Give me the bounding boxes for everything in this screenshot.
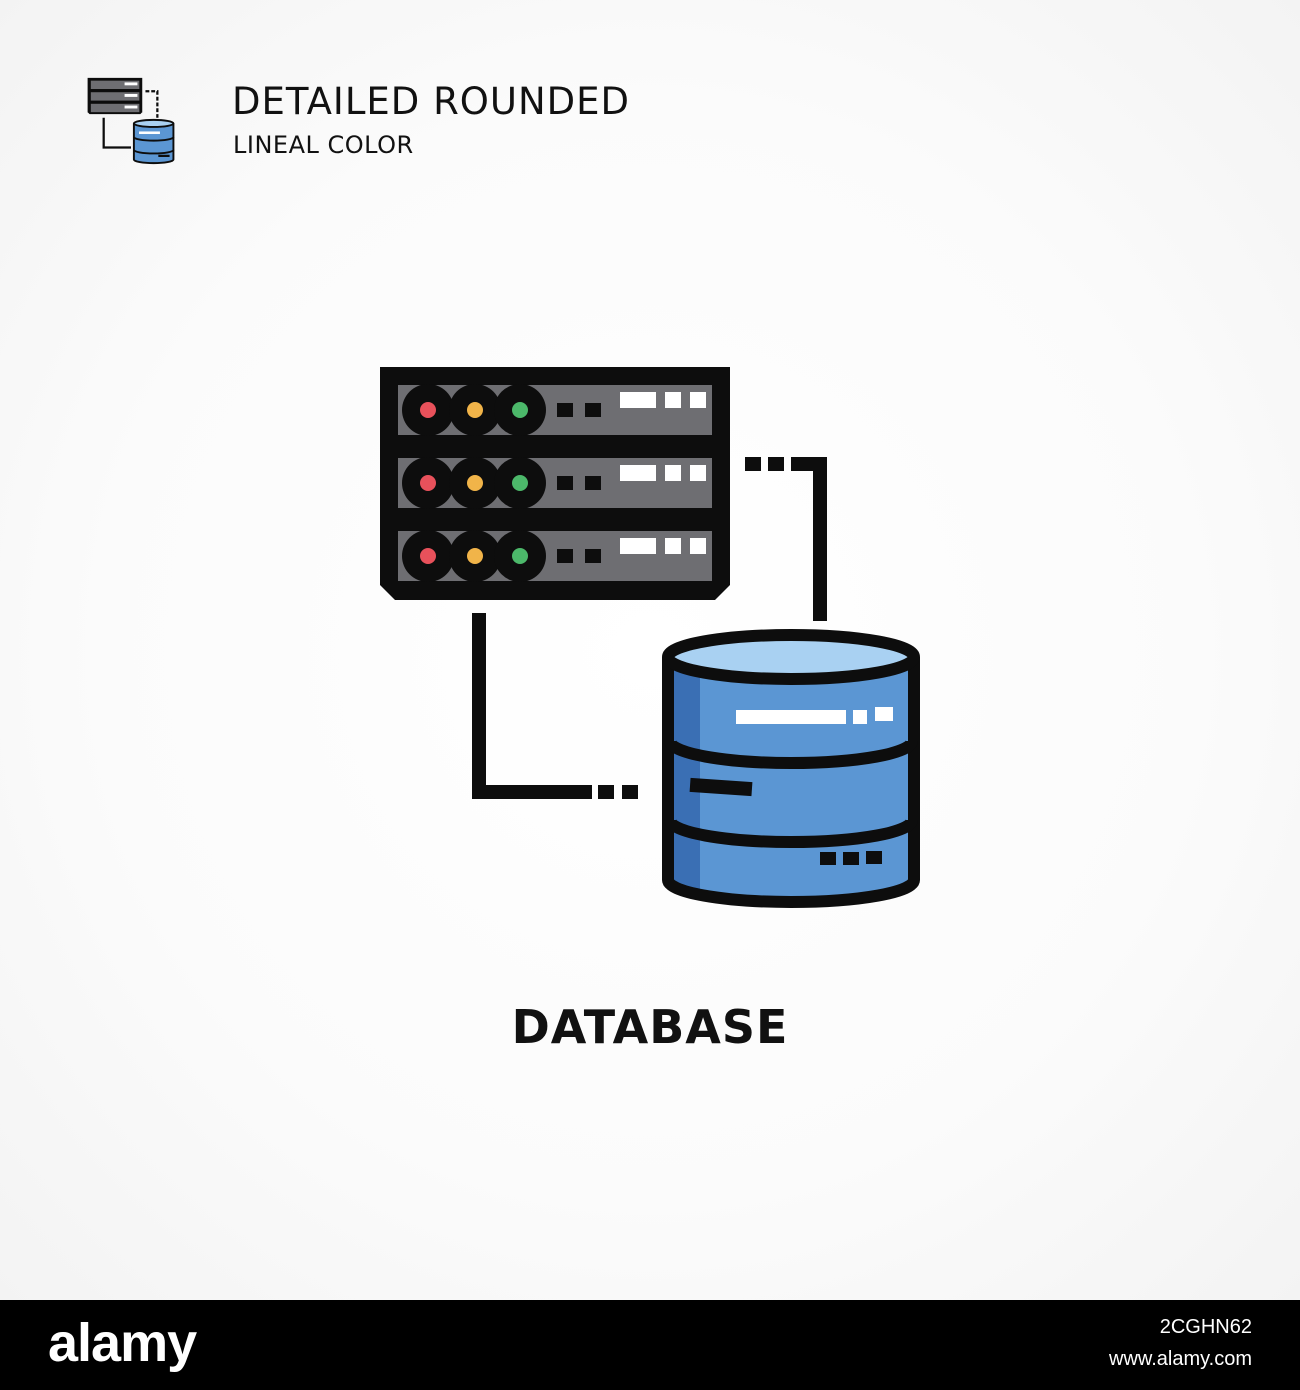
- status-led-yellow: [467, 548, 483, 564]
- server-database-icon: [87, 77, 175, 165]
- canvas: DETAILED ROUNDED LINEAL COLOR: [0, 0, 1300, 1300]
- status-led-green: [512, 402, 528, 418]
- header-database: [132, 118, 175, 165]
- subtitle: LINEAL COLOR: [233, 131, 414, 159]
- status-led-green: [512, 475, 528, 491]
- status-led-yellow: [467, 402, 483, 418]
- image-id: 2CGHN62: [1159, 1316, 1252, 1338]
- header-server: [87, 77, 143, 115]
- status-led-yellow: [467, 475, 483, 491]
- database-cylinder: [662, 629, 920, 908]
- server-database-icon: [380, 367, 920, 908]
- brand-logo: alamy: [48, 1313, 197, 1373]
- source-url: www.alamy.com: [1109, 1348, 1252, 1370]
- server-unit: [390, 523, 720, 589]
- status-led-red: [420, 475, 436, 491]
- server-unit: [390, 450, 720, 516]
- server-rack: [380, 367, 730, 600]
- server-unit: [390, 377, 720, 443]
- db-label-slot: [736, 710, 846, 724]
- title: DETAILED ROUNDED: [232, 80, 631, 123]
- status-led-red: [420, 402, 436, 418]
- footer-bar: alamy 2CGHN62 www.alamy.com: [0, 1300, 1300, 1390]
- status-led-red: [420, 548, 436, 564]
- status-led-green: [512, 548, 528, 564]
- connector-lines: [472, 457, 827, 799]
- icon-caption: DATABASE: [511, 1000, 789, 1054]
